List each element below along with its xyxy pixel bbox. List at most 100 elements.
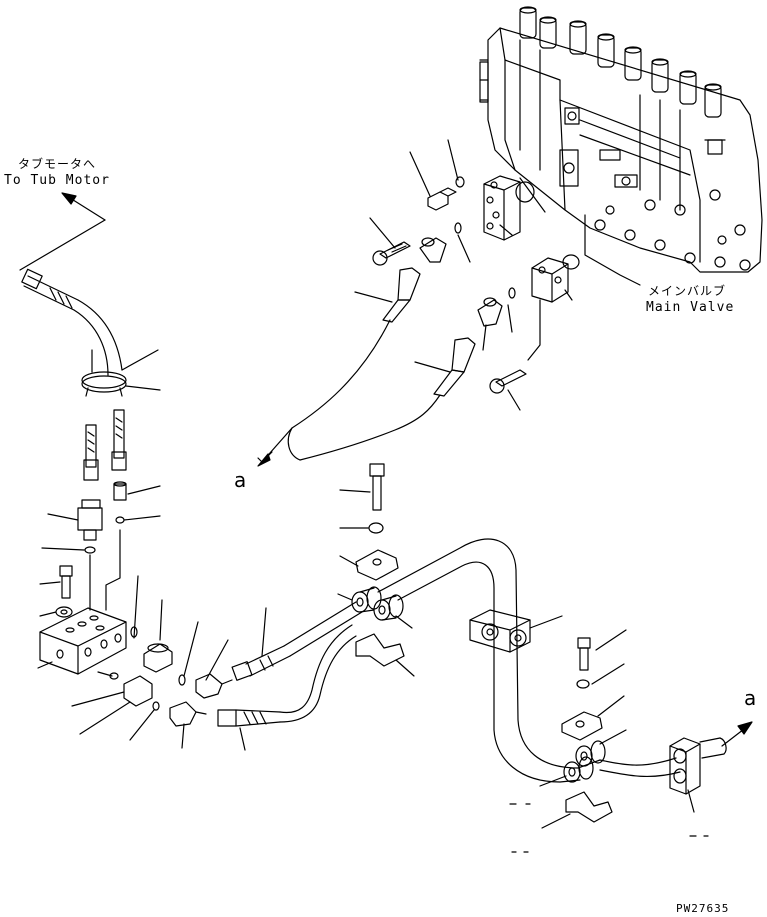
- leader: [127, 485, 161, 495]
- o-ring: [515, 181, 535, 203]
- leader: [105, 529, 121, 611]
- twin-hose-clamp: [469, 609, 531, 653]
- bolt: [489, 369, 527, 394]
- bolt: [369, 463, 385, 511]
- bolt: [577, 637, 591, 671]
- leader: [599, 729, 627, 745]
- leader: [507, 304, 513, 333]
- leader: [395, 615, 413, 629]
- leader: [183, 621, 199, 677]
- o-ring: [508, 287, 516, 299]
- leader: [507, 389, 521, 411]
- main-valve-label-en: Main Valve: [646, 300, 735, 315]
- elbow-fitting: [419, 237, 447, 263]
- tub-motor-hose: [21, 268, 123, 376]
- connector-fitting: [427, 187, 457, 211]
- leader: [369, 217, 396, 249]
- leader: [591, 663, 625, 685]
- leader: [539, 775, 567, 787]
- hose-to-a: [257, 319, 441, 467]
- leader: [239, 727, 246, 751]
- leader: [159, 599, 163, 641]
- leader: [47, 513, 79, 521]
- leader: [597, 695, 625, 717]
- leader: [37, 661, 53, 669]
- o-ring: [115, 516, 125, 524]
- looping-hoses: [377, 538, 727, 783]
- hose-fitting: [433, 337, 476, 397]
- leader: [541, 813, 571, 829]
- leader: [337, 593, 353, 601]
- bushing: [575, 740, 606, 767]
- middle-hose: [231, 601, 363, 681]
- tub-motor-arrow: [19, 192, 106, 271]
- leader: [395, 659, 415, 677]
- bolt: [111, 409, 127, 471]
- o-ring: [562, 254, 580, 270]
- leader: [414, 361, 451, 373]
- leader: [39, 611, 57, 617]
- clamp-plate: [355, 549, 399, 581]
- clamp-nut-plate: [355, 633, 405, 667]
- twin-hose-clamp: [669, 737, 701, 795]
- arrow-a-right: [721, 721, 753, 747]
- leader: [181, 723, 185, 749]
- bushing: [563, 756, 594, 783]
- leader: [97, 671, 113, 677]
- bolt: [59, 565, 73, 599]
- leader: [123, 515, 161, 521]
- elbow-fitting: [169, 701, 207, 727]
- clamp-plate: [561, 711, 603, 741]
- adapter: [123, 675, 153, 707]
- adapter: [143, 643, 173, 673]
- leader: [339, 489, 371, 493]
- o-ring: [178, 674, 186, 686]
- leader: [125, 385, 161, 391]
- leader: [409, 151, 431, 197]
- reference-a-right: a: [744, 686, 757, 710]
- leader: [529, 615, 563, 629]
- leader: [519, 177, 546, 213]
- leader: [129, 709, 155, 741]
- bushing: [351, 586, 382, 613]
- leader: [457, 234, 471, 263]
- hose-clamp: [81, 371, 127, 397]
- leader: [595, 629, 627, 651]
- o-ring: [455, 176, 465, 188]
- o-ring: [152, 701, 160, 711]
- reference-a-left: a: [234, 468, 247, 492]
- leader: [41, 547, 85, 551]
- bushing: [373, 594, 404, 621]
- leader: [79, 701, 131, 735]
- leader: [354, 291, 393, 303]
- leader: [39, 581, 61, 585]
- lower-flange: [531, 257, 569, 303]
- leader: [527, 299, 541, 361]
- elbow-fitting: [477, 297, 503, 327]
- leader: [687, 789, 695, 813]
- tub-motor-label-en: To Tub Motor: [4, 173, 110, 188]
- top-flange-block: [483, 175, 521, 241]
- o-ring: [454, 222, 462, 234]
- drawing-number: PW27635: [676, 902, 730, 915]
- o-ring: [84, 546, 96, 554]
- leader: [499, 224, 513, 236]
- leader: [121, 349, 159, 371]
- leader: [564, 289, 573, 301]
- leader: [482, 324, 487, 351]
- tub-motor-label-jp: タブモータへ: [18, 157, 97, 171]
- lower-hose: [217, 624, 357, 727]
- adapter: [77, 499, 103, 541]
- plug-fitting: [113, 481, 127, 501]
- bolt: [83, 424, 99, 481]
- main-valve-label-jp: メインバルブ: [648, 284, 727, 298]
- hose-fitting: [382, 267, 421, 323]
- washer: [368, 522, 384, 534]
- leader: [133, 575, 139, 639]
- main-valve-leader: [584, 214, 641, 286]
- leader: [205, 639, 229, 681]
- clamp-nut-plate: [565, 791, 613, 823]
- leader: [447, 139, 459, 181]
